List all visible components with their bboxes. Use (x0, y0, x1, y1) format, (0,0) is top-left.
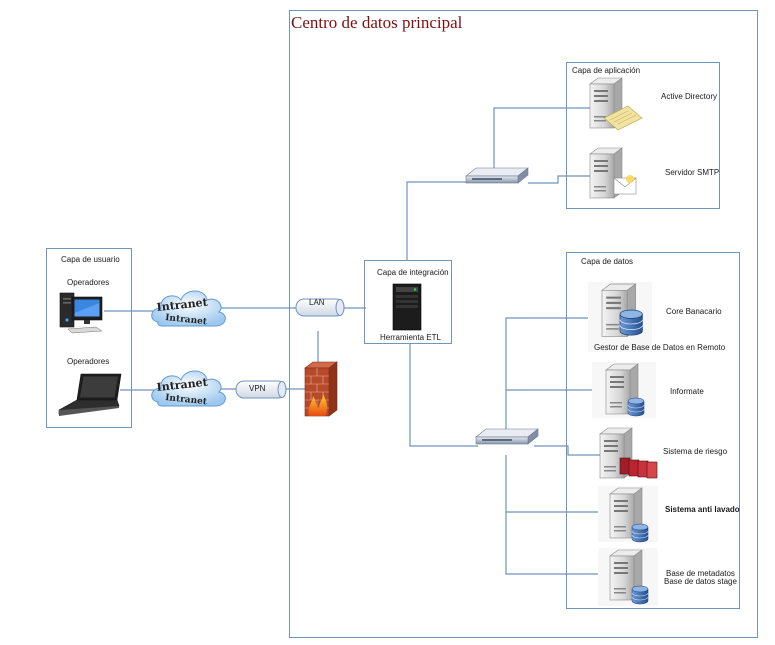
integration-layer-title: Capa de integración (377, 268, 449, 277)
svg-text:Intranet: Intranet (165, 393, 209, 407)
intranet-cloud-icon: Intranet Intranet (151, 370, 226, 407)
etl-server-icon (392, 283, 422, 331)
informate-server-icon (592, 362, 656, 418)
user-layer-title: Capa de usuario (61, 255, 120, 264)
desktop-computer-icon (59, 292, 103, 334)
svg-text:Intranet: Intranet (156, 296, 209, 314)
network-switch-icon (465, 167, 529, 184)
desktop-label: Operadores (67, 278, 109, 287)
application-layer-box (566, 62, 720, 209)
connection-lines (104, 107, 600, 575)
datacenter-title: Centro de datos principal (291, 13, 463, 32)
laptop-label: Operadores (67, 357, 109, 366)
data-server-label-secondary: Base de datos stage (664, 577, 737, 586)
laptop-icon (58, 373, 122, 416)
application-layer-title: Capa de aplicación (572, 66, 640, 75)
data-server-label: Base de metadatos (666, 569, 735, 578)
etl-label: Herramienta ETL (380, 333, 441, 342)
core-banking-server-icon: Gestor de Base de Datos en Remoto (588, 282, 726, 352)
integration-layer-box (364, 260, 452, 344)
network-switch-icon (475, 428, 539, 445)
svg-text:Intranet: Intranet (165, 313, 209, 327)
datacenter-border (289, 10, 758, 638)
data-server-label: Sistema anti lavado (665, 505, 740, 514)
data-server-label: Informate (670, 387, 704, 396)
vpn-link-icon (235, 380, 287, 399)
app-server-label: Servidor SMTP (665, 168, 719, 177)
risk-system-server-icon (599, 427, 658, 479)
app-server-label: Active Directory (661, 92, 717, 101)
data-server-label: Sistema de riesgo (663, 447, 728, 456)
data-layer-box (566, 252, 740, 609)
intranet-cloud-icon: Intranet Intranet (151, 290, 226, 327)
svg-text:Gestor de Base de Datos en Rem: Gestor de Base de Datos en Remoto (594, 343, 726, 352)
svg-text:Intranet: Intranet (156, 376, 209, 394)
firewall-icon (304, 361, 338, 417)
vpn-label: VPN (249, 384, 266, 393)
user-layer-box (46, 248, 132, 428)
smtp-server-icon (589, 147, 637, 199)
anti-laundering-server-icon (598, 486, 658, 543)
active-directory-server-icon (589, 77, 643, 131)
data-server-label: Core Banacario (666, 307, 722, 316)
data-layer-title: Capa de datos (581, 257, 633, 266)
lan-link-icon (295, 298, 345, 317)
lan-label: LAN (309, 298, 325, 307)
metadata-server-icon (598, 548, 658, 606)
